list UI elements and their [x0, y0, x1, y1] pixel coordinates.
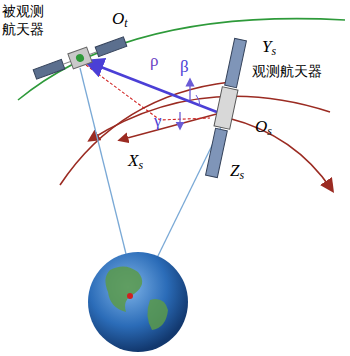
origin-label: Os	[255, 118, 272, 138]
angle-arc	[196, 95, 200, 106]
axis-label: Xs	[128, 152, 143, 172]
target-orbit	[18, 19, 345, 100]
earth-center	[127, 293, 133, 299]
earth	[88, 252, 188, 352]
target-label: 被观测航天器	[2, 3, 47, 38]
range-symbol: ρ	[150, 52, 158, 71]
observer-orbit-arc	[60, 82, 230, 185]
angle-symbol: γ	[154, 112, 162, 131]
gamma-arrow	[179, 112, 180, 128]
angle-symbol: β	[180, 58, 189, 77]
observer-label: 观测航天器	[252, 64, 322, 79]
origin-label: Ot	[112, 10, 128, 30]
earth-land	[105, 266, 142, 312]
target-spacecraft	[32, 34, 128, 82]
projection-line	[82, 62, 210, 120]
earth-land	[147, 299, 168, 330]
x-axis-arrow	[120, 112, 224, 140]
axis-label: Ys	[262, 38, 276, 58]
z-axis-arrow	[228, 118, 332, 190]
beta-arrow	[189, 80, 190, 100]
axis-label: Zs	[230, 162, 244, 182]
observer-spacecraft	[204, 38, 249, 178]
ground-line	[80, 68, 128, 262]
